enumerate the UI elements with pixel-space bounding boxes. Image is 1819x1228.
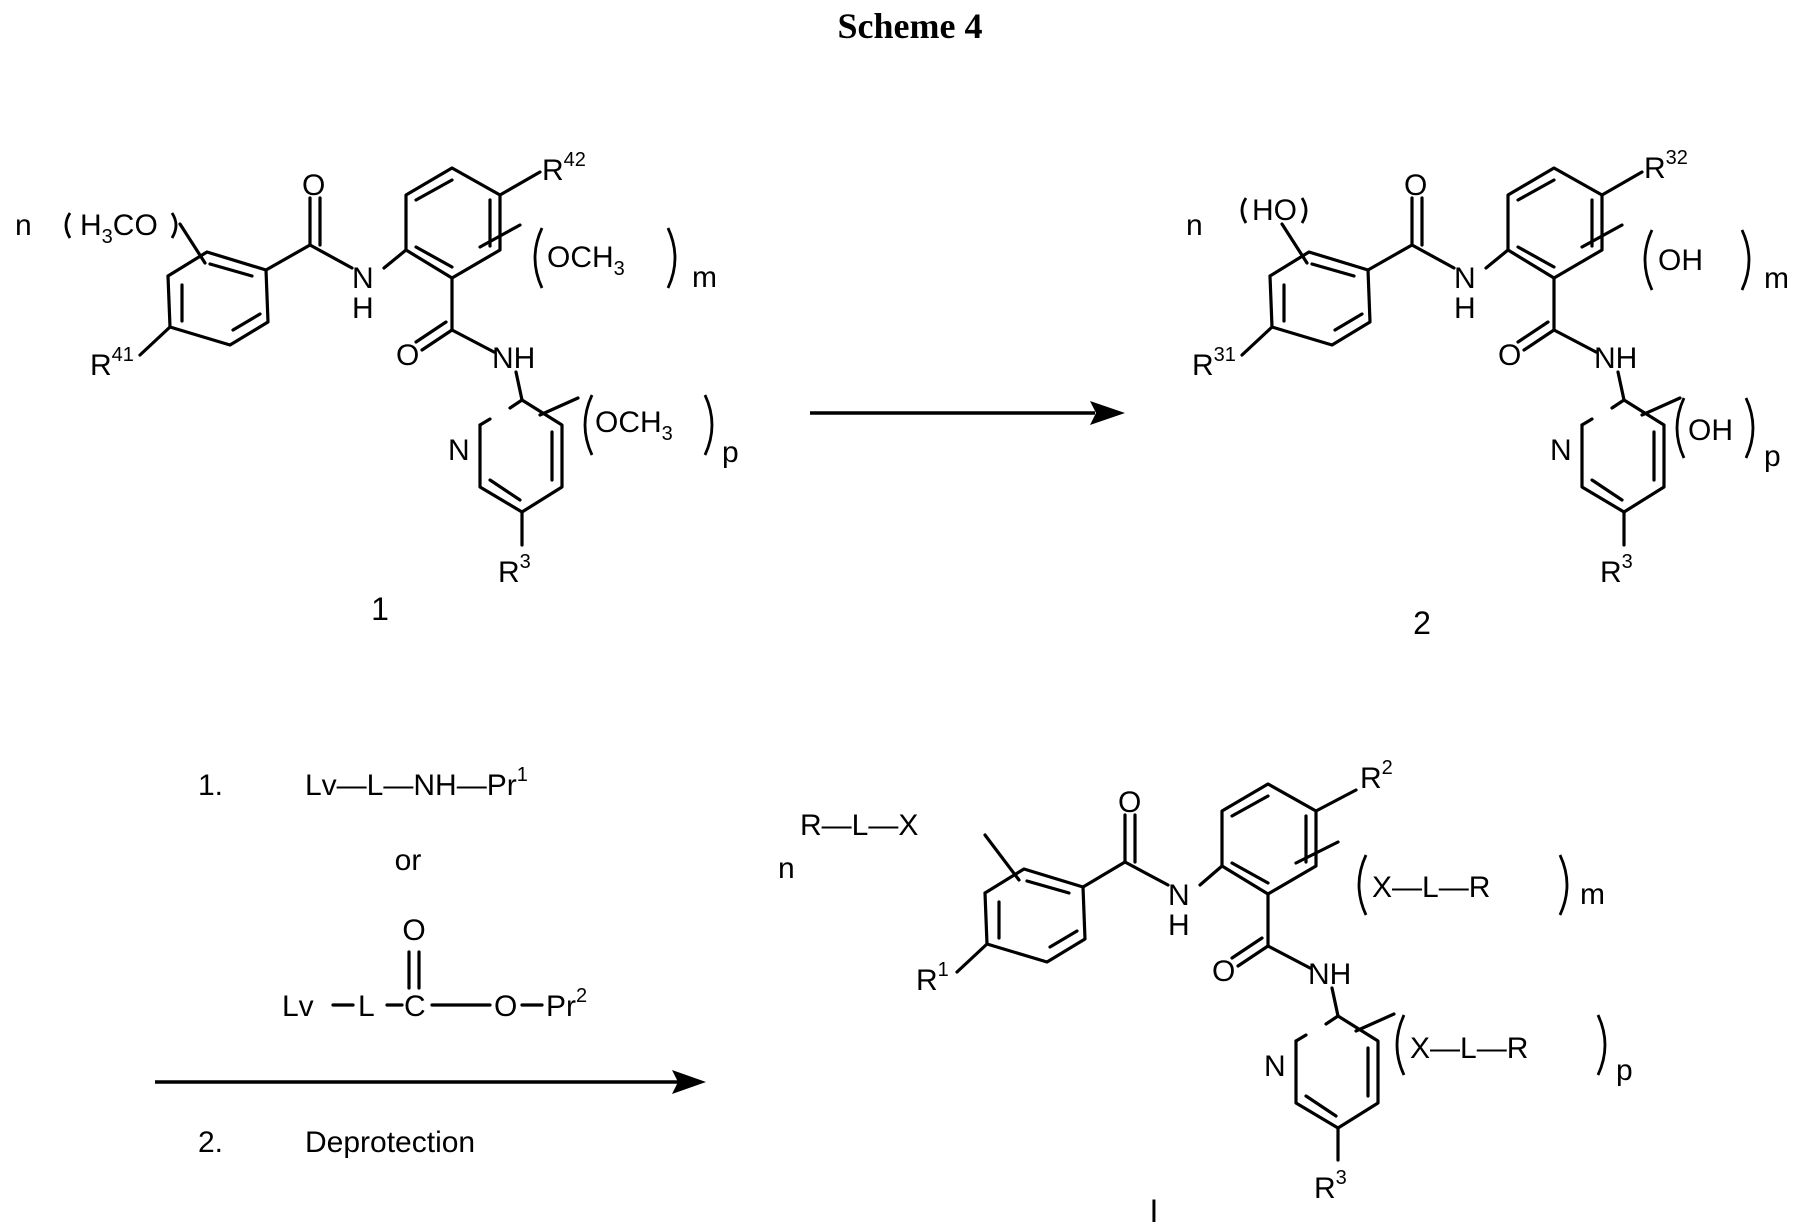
compound-2: n HO R31 R32 O N H O NH OH m OH p N R3 2: [1186, 147, 1789, 641]
scheme-title: Scheme 4: [838, 6, 983, 46]
compound-I-m-label: m: [1580, 878, 1605, 911]
compound-2-m-label: m: [1764, 262, 1789, 295]
compound-2-p-label: p: [1764, 440, 1781, 473]
compound-I-p-label: p: [1616, 1054, 1633, 1087]
compound-1-amide-n1: N: [352, 262, 374, 295]
step-2-number: 2.: [198, 1126, 223, 1159]
reagent-b-carbonyl-o: O: [402, 914, 425, 947]
compound-I-n-label: n: [778, 852, 795, 885]
compound-2-carbonyl-o1: O: [1404, 169, 1427, 202]
compound-1-pyridine-n: N: [448, 434, 470, 467]
compound-I-carbonyl-o1: O: [1118, 786, 1141, 819]
compound-2-parens: [1242, 198, 1753, 458]
compound-I-r3-label: R3: [1314, 1167, 1347, 1205]
compound-I-carbonyl-o2: O: [1212, 955, 1235, 988]
compound-2-r32-label: R32: [1644, 147, 1688, 185]
compound-2-pyridine-n: N: [1550, 434, 1572, 467]
compound-2-amide-nh2: NH: [1594, 342, 1637, 375]
compound-1-p-label: p: [722, 436, 739, 469]
compound-1-r3-label: R3: [498, 551, 531, 589]
compound-1-och3-m-label: OCH3: [547, 241, 625, 280]
reagent-a: Lv—L—NH—Pr1: [305, 764, 528, 802]
compound-I-r2-label: R2: [1360, 757, 1393, 795]
compound-I-rlx-label: R—L—X: [800, 809, 918, 842]
compound-1-h3co-label: H3CO: [80, 209, 158, 248]
compound-1-m-label: m: [692, 261, 717, 294]
compound-1-amide-nh2: NH: [492, 342, 535, 375]
compound-I-number: I: [1150, 1193, 1159, 1228]
compound-I-amide-nh2: NH: [1308, 958, 1351, 991]
compound-1-r42-label: R42: [542, 149, 586, 187]
compound-1-carbonyl-o2: O: [396, 339, 419, 372]
compound-2-oh-p-label: OH: [1688, 414, 1733, 447]
compound-2-amide-n1: N: [1454, 262, 1476, 295]
compound-1-carbonyl-o1: O: [302, 169, 325, 202]
compound-1-r41-label: R41: [90, 344, 134, 382]
reagent-b-pr: Pr2: [546, 985, 587, 1023]
step-1-number: 1.: [198, 769, 223, 802]
compound-I-amide-n1: N: [1168, 879, 1190, 912]
compound-2-ho-label: HO: [1252, 194, 1297, 227]
reagent-b-o: O: [494, 990, 517, 1023]
compound-I-xlr-m-label: X—L—R: [1372, 871, 1490, 904]
compound-I-r1-label: R1: [916, 959, 949, 997]
reaction-conditions: 1. Lv—L—NH—Pr1 or O Lv L C O Pr2 2. Depr…: [198, 764, 587, 1159]
compound-1-number: 1: [371, 591, 389, 627]
compound-I-amide-h1: H: [1168, 909, 1190, 942]
compound-1-amide-h1: H: [352, 292, 374, 325]
reagent-b-c: C: [404, 990, 426, 1023]
compound-I-xlr-p-label: X—L—R: [1410, 1032, 1528, 1065]
reagent-b-lv: Lv: [282, 990, 314, 1023]
compound-1: n H3CO R41 R42 O N H O NH OCH3 m OCH3 p …: [15, 149, 739, 627]
or-label: or: [395, 844, 422, 877]
compound-2-carbonyl-o2: O: [1498, 339, 1521, 372]
compound-1-och3-p-label: OCH3: [595, 406, 673, 445]
compound-2-n-label: n: [1186, 209, 1203, 242]
compound-2-amide-h1: H: [1454, 292, 1476, 325]
compound-I: n R—L—X R1 R2 O N H O NH X—L—R m X—L—R p…: [778, 757, 1633, 1228]
compound-1-n-label: n: [15, 209, 32, 242]
compound-2-oh-m-label: OH: [1658, 244, 1703, 277]
reaction-arrow-1: [810, 401, 1125, 425]
step-2-label: Deprotection: [305, 1126, 475, 1159]
reaction-arrow-2: [155, 1070, 706, 1094]
compound-2-r31-label: R31: [1192, 344, 1236, 382]
compound-I-pyridine-n: N: [1264, 1050, 1286, 1083]
reagent-b-l: L: [358, 990, 375, 1023]
compound-2-number: 2: [1413, 605, 1431, 641]
compound-2-r3-label: R3: [1600, 551, 1633, 589]
